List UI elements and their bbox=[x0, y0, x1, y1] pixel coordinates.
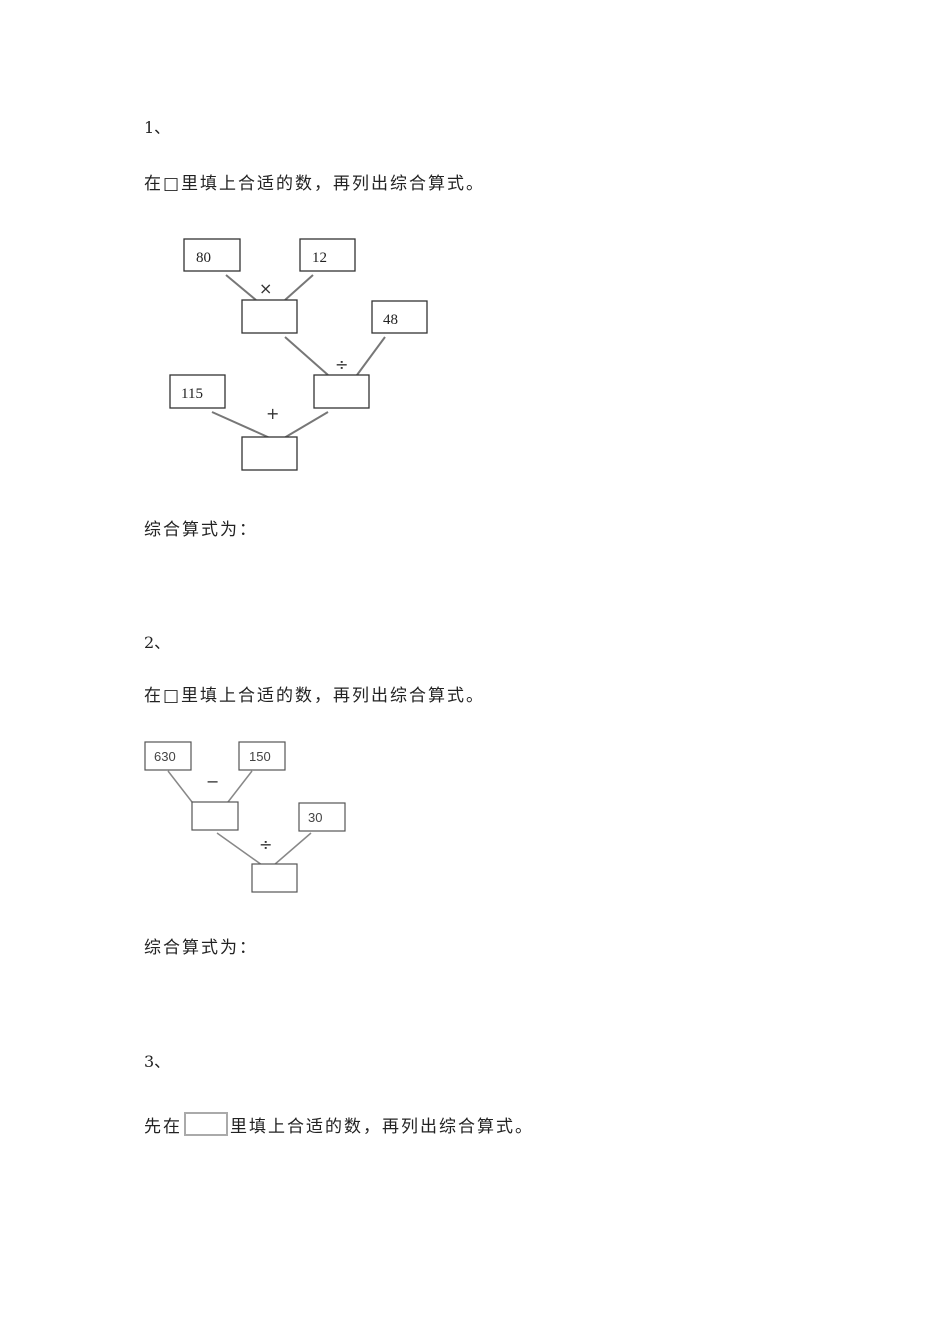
input-box-80: 80 bbox=[183, 238, 241, 272]
problem-2-instruction: 在□里填上合适的数，再列出综合算式。 bbox=[144, 686, 486, 706]
svg-text:150: 150 bbox=[249, 749, 271, 764]
problem-2-diagram: 630 150 30 − ÷ bbox=[144, 741, 346, 893]
problem-3-number: 3、 bbox=[144, 1052, 171, 1071]
problem-2-number: 2、 bbox=[144, 633, 171, 652]
minus-operator: − bbox=[206, 772, 219, 791]
inline-blank-box bbox=[184, 1112, 228, 1136]
problem-3-instruction: 先在 里填上合适的数，再列出综合算式。 bbox=[144, 1112, 534, 1137]
input-box-12: 12 bbox=[299, 238, 356, 272]
input-box-48: 48 bbox=[371, 300, 428, 334]
svg-text:48: 48 bbox=[383, 312, 398, 328]
problem-1-number: 1、 bbox=[144, 118, 171, 137]
answer-box-product[interactable] bbox=[241, 299, 298, 334]
multiply-operator: × bbox=[259, 279, 272, 298]
problem-1-answer-label: 综合算式为： bbox=[144, 520, 258, 540]
instruction-prefix: 先在 bbox=[144, 1117, 182, 1137]
answer-box-quotient[interactable] bbox=[313, 374, 370, 409]
answer-box-difference[interactable] bbox=[191, 801, 239, 831]
problem-1-instruction: 在□里填上合适的数，再列出综合算式。 bbox=[144, 174, 486, 194]
svg-text:12: 12 bbox=[312, 250, 327, 266]
input-box-115: 115 bbox=[169, 374, 226, 409]
problem-2-answer-label: 综合算式为： bbox=[144, 938, 258, 958]
divide-operator-2: ÷ bbox=[259, 835, 272, 854]
svg-text:115: 115 bbox=[181, 386, 203, 402]
answer-box-quotient-2[interactable] bbox=[251, 863, 298, 893]
svg-text:30: 30 bbox=[308, 810, 322, 825]
answer-box-sum[interactable] bbox=[241, 436, 298, 471]
input-value: 80 bbox=[196, 250, 211, 266]
instruction-suffix: 里填上合适的数，再列出综合算式。 bbox=[230, 1117, 534, 1137]
plus-operator: + bbox=[266, 404, 279, 423]
svg-text:630: 630 bbox=[154, 749, 176, 764]
divide-operator: ÷ bbox=[335, 355, 348, 374]
